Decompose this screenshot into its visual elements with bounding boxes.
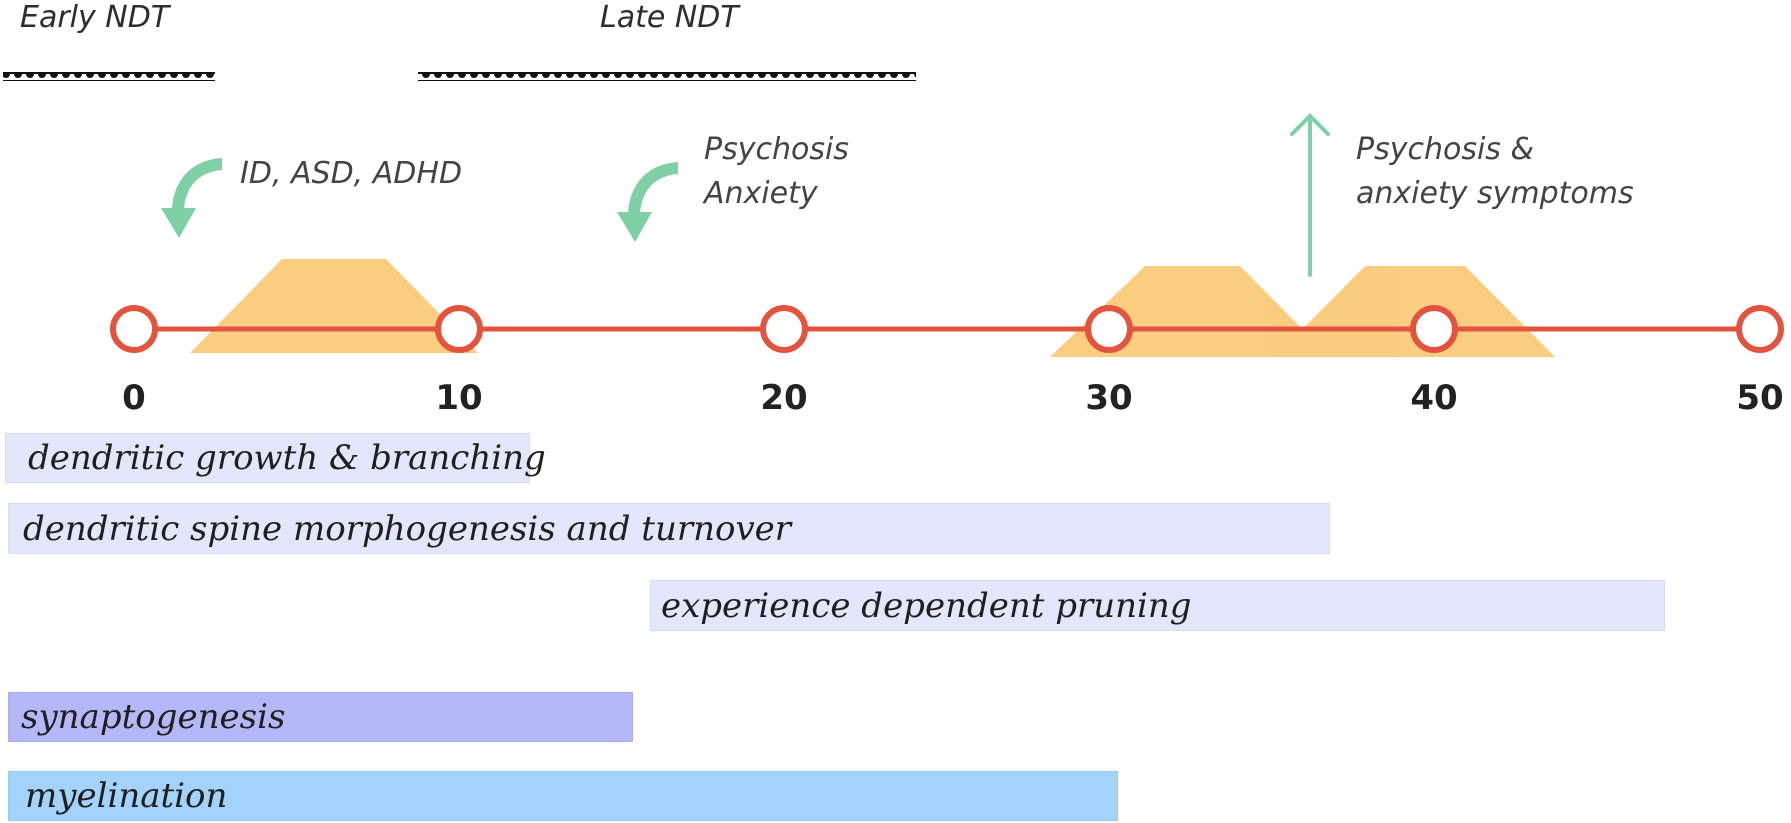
process-bar-myelination: myelination bbox=[8, 771, 1118, 821]
tick-label-20: 20 bbox=[760, 378, 808, 418]
tick-label-10: 10 bbox=[435, 378, 483, 418]
timeline-node-0 bbox=[110, 305, 158, 353]
early-ndt-label: Early NDT bbox=[20, 0, 170, 35]
timeline-node-30 bbox=[1085, 305, 1133, 353]
tick-label-40: 40 bbox=[1410, 378, 1458, 418]
window-adult-2 bbox=[1275, 266, 1555, 357]
tick-label-0: 0 bbox=[122, 378, 146, 418]
condition-adult-line2: anxiety symptoms bbox=[1356, 176, 1634, 211]
early-ndt-bracket bbox=[3, 72, 215, 81]
window-early bbox=[190, 259, 478, 353]
timeline-node-40 bbox=[1410, 305, 1458, 353]
late-ndt-bracket bbox=[418, 72, 916, 81]
condition-early-label: ID, ASD, ADHD bbox=[240, 156, 463, 191]
tick-label-50: 50 bbox=[1736, 378, 1784, 418]
curved-arrow-down-icon bbox=[617, 162, 678, 242]
condition-late-line2: Anxiety bbox=[704, 176, 818, 211]
tick-label-30: 30 bbox=[1085, 378, 1133, 418]
curved-arrow-down-icon bbox=[161, 158, 222, 238]
late-ndt-label: Late NDT bbox=[600, 0, 739, 35]
process-bar-dendritic-growth: dendritic growth & branching bbox=[5, 433, 546, 483]
timeline-node-20 bbox=[760, 305, 808, 353]
arrow-up-icon bbox=[1290, 113, 1330, 277]
condition-late-line1: Psychosis bbox=[704, 132, 849, 167]
condition-adult-line1: Psychosis & bbox=[1356, 132, 1534, 167]
timeline-node-10 bbox=[435, 305, 483, 353]
timeline-node-50 bbox=[1736, 305, 1784, 353]
process-bar-pruning: experience dependent pruning bbox=[650, 580, 1665, 631]
process-bar-spine-morphogenesis: dendritic spine morphogenesis and turnov… bbox=[8, 503, 1330, 554]
process-bar-synaptogenesis: synaptogenesis bbox=[8, 692, 633, 742]
